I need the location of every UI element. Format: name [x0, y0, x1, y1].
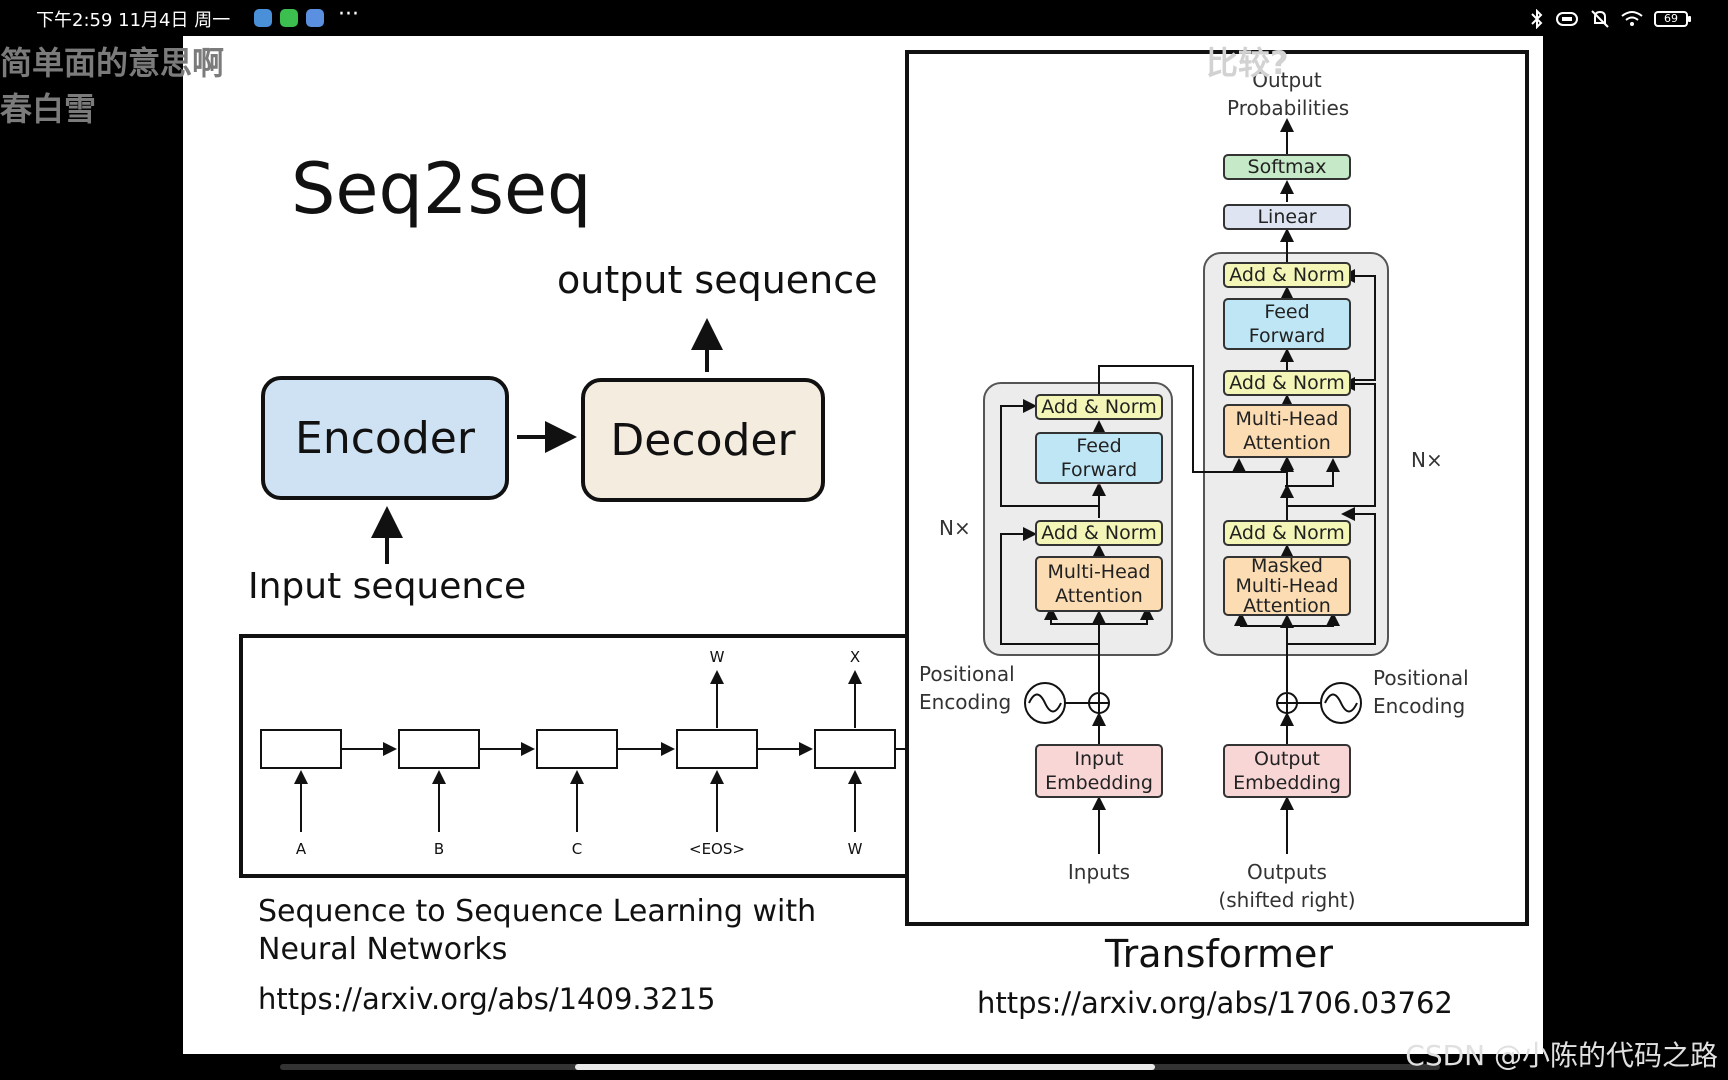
- transformer-title: Transformer: [1105, 932, 1334, 976]
- slide-title: Seq2seq: [291, 148, 592, 230]
- outputs-label: Outputs(shifted right): [1218, 860, 1356, 912]
- transformer-connections: [1000, 118, 1376, 854]
- csdn-watermark: CSDN @小陈的代码之路: [1405, 1039, 1718, 1072]
- status-time: 下午2:59 11月4日 周一: [36, 10, 231, 31]
- danmaku-comment: 春白雪: [0, 90, 97, 128]
- decoder-add-norm-top: Add & Norm: [1223, 262, 1351, 288]
- danmaku-comment: 简单面的意思啊: [0, 44, 225, 82]
- rnn-output-label: W: [710, 648, 725, 666]
- paper-title-line1: Sequence to Sequence Learning with: [258, 894, 817, 929]
- rnn-cell: [536, 729, 618, 769]
- status-icons: 69: [1530, 8, 1691, 30]
- linear-block: Linear: [1223, 204, 1351, 230]
- inputs-label: Inputs: [1067, 860, 1131, 884]
- decoder-add-norm-bottom: Add & Norm: [1223, 520, 1351, 546]
- paper-title-line2: Neural Networks: [258, 932, 508, 967]
- battery-icon: 69: [1654, 11, 1691, 27]
- wifi-icon: [1621, 11, 1643, 26]
- encoder-nx-label: N×: [939, 516, 971, 540]
- input-sequence-label: Input sequence: [248, 566, 527, 607]
- rnn-cell: [260, 729, 342, 769]
- rnn-cell: [398, 729, 480, 769]
- rnn-cell: [676, 729, 758, 769]
- bluetooth-icon: [1531, 9, 1543, 29]
- rnn-input-label: W: [848, 840, 863, 858]
- scroll-thumb[interactable]: [575, 1064, 1155, 1070]
- rnn-input-label: <EOS>: [689, 840, 745, 858]
- status-bar: 下午2:59 11月4日 周一 ··· 69: [0, 0, 1728, 36]
- softmax-block: Softmax: [1223, 154, 1351, 180]
- decoder-add-norm-middle: Add & Norm: [1223, 370, 1351, 396]
- status-more-icon: ···: [338, 2, 359, 27]
- mail-notification-icon: [306, 9, 324, 27]
- app-notification-icon: [254, 9, 272, 27]
- vibrate-icon: [1556, 12, 1578, 26]
- rnn-input-label: A: [296, 840, 307, 858]
- rnn-cell: [814, 729, 896, 769]
- mute-icon: [1591, 10, 1609, 28]
- transformer-paper-link[interactable]: https://arxiv.org/abs/1706.03762: [977, 986, 1453, 1020]
- encoder-add-norm-top: Add & Norm: [1035, 394, 1163, 420]
- decoder-box: Decoder: [581, 378, 825, 502]
- rnn-output-label: X: [850, 648, 860, 666]
- encoder-add-norm-bottom: Add & Norm: [1035, 520, 1163, 546]
- encoder-box: Encoder: [261, 376, 509, 500]
- decoder-nx-label: N×: [1411, 448, 1443, 472]
- rnn-input-label: C: [572, 840, 582, 858]
- chat-notification-icon: [280, 9, 298, 27]
- rnn-input-label: B: [434, 840, 444, 858]
- slide: Seq2seq output sequence Encoder Decoder …: [183, 36, 1543, 1054]
- seq2seq-paper-link[interactable]: https://arxiv.org/abs/1409.3215: [258, 982, 716, 1016]
- output-sequence-label: output sequence: [557, 258, 878, 302]
- danmaku-comment: 比较?: [1206, 44, 1289, 82]
- seq2seq-arrows: [371, 318, 723, 564]
